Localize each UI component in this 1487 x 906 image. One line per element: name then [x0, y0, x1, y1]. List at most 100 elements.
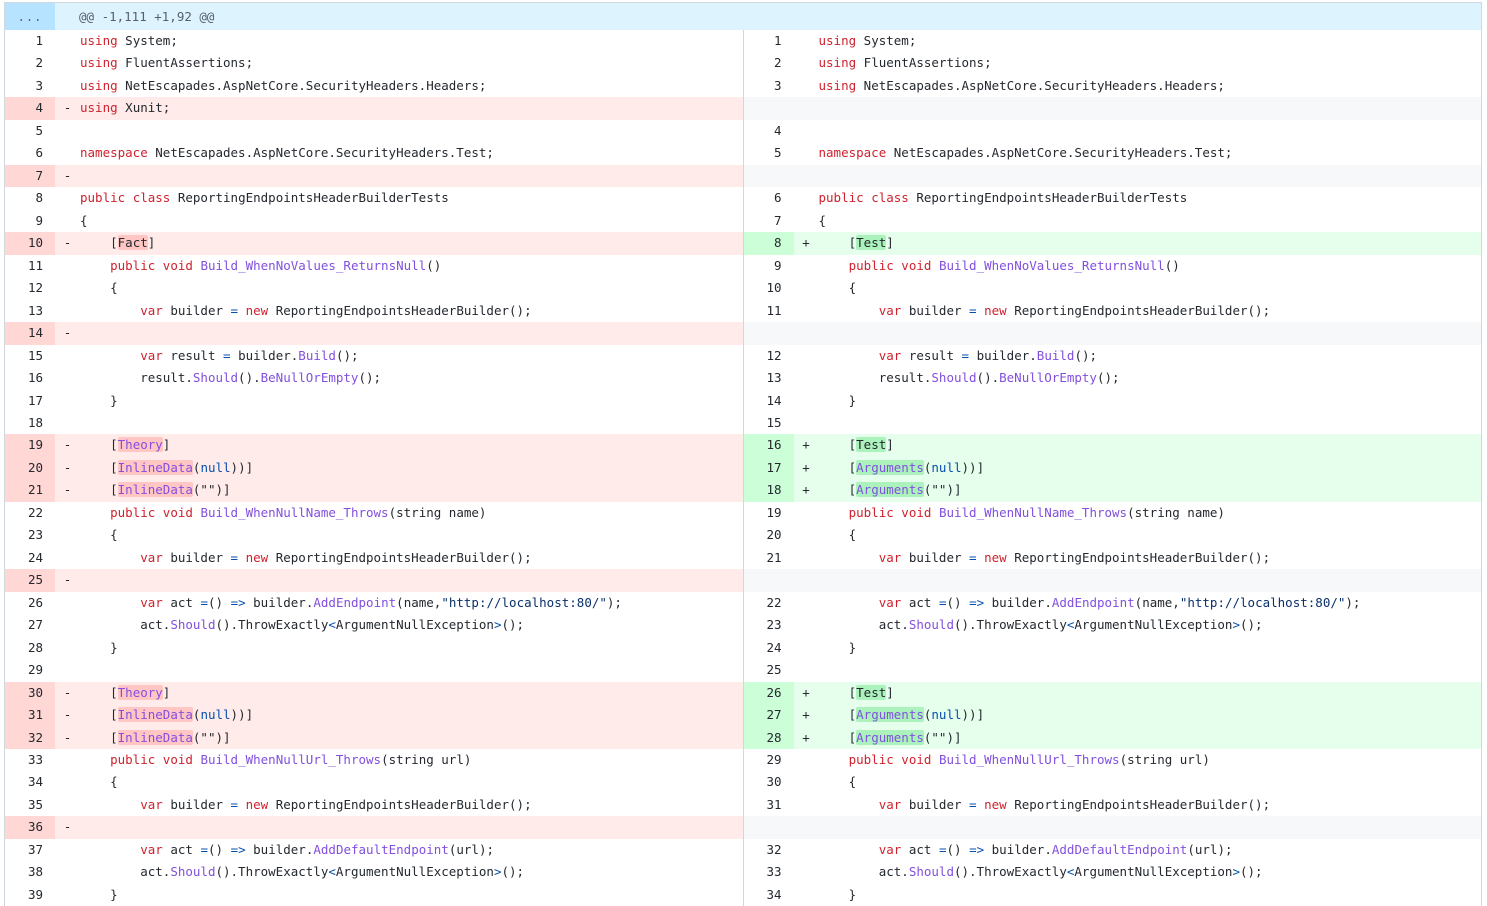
right-line-number[interactable]: 13: [766, 370, 782, 386]
diff-marker: [55, 120, 80, 142]
expand-hunk-button[interactable]: ...: [5, 3, 55, 30]
code-line: using Xunit;: [80, 97, 743, 119]
left-line-number[interactable]: 30: [5, 681, 55, 705]
right-line-number[interactable]: 9: [773, 257, 782, 273]
right-line-number[interactable]: 8: [743, 232, 794, 255]
right-line-number[interactable]: 22: [766, 594, 782, 610]
right-line: 9 public void Build_WhenNoValues_Returns…: [744, 255, 1482, 277]
code-token: Fact: [117, 235, 148, 251]
right-line-number[interactable]: 24: [766, 639, 782, 655]
right-line-number[interactable]: 2: [773, 55, 782, 71]
left-line-number[interactable]: 27: [27, 617, 43, 633]
right-line-number[interactable]: 14: [766, 392, 782, 408]
right-line-number[interactable]: 18: [743, 479, 794, 502]
right-line-number[interactable]: 30: [766, 774, 782, 790]
left-line-number[interactable]: 9: [35, 212, 43, 228]
right-line-number[interactable]: 21: [766, 549, 782, 565]
diff-marker: [794, 771, 819, 793]
right-line-number[interactable]: 15: [766, 414, 782, 430]
left-line-number[interactable]: 31: [5, 704, 55, 727]
left-line-number[interactable]: 17: [27, 392, 43, 408]
left-line-number[interactable]: 4: [5, 97, 55, 120]
left-line-number[interactable]: 3: [35, 77, 43, 93]
code-token: Arguments: [856, 729, 924, 745]
left-line-number[interactable]: 15: [27, 347, 43, 363]
right-line-number[interactable]: 33: [766, 864, 782, 880]
code-token: [80, 303, 140, 318]
left-line-number[interactable]: 6: [35, 145, 43, 161]
left-line-number[interactable]: 37: [27, 841, 43, 857]
right-line-number[interactable]: 27: [743, 704, 794, 727]
left-line-number[interactable]: 13: [27, 302, 43, 318]
right-line-number[interactable]: 1: [773, 33, 782, 48]
right-line-number[interactable]: 32: [766, 841, 782, 857]
right-line-number[interactable]: 20: [766, 527, 782, 543]
code-line: [InlineData("")]: [80, 479, 743, 501]
code-token: public: [848, 257, 894, 273]
left-line-number[interactable]: 32: [5, 726, 55, 749]
right-line-number[interactable]: 28: [743, 726, 794, 749]
left-line-number[interactable]: 24: [27, 549, 43, 565]
left-line-number[interactable]: 12: [27, 280, 43, 296]
left-line-number[interactable]: 29: [27, 662, 43, 678]
code-line: var builder = new ReportingEndpointsHead…: [819, 547, 1482, 569]
right-line-number[interactable]: 6: [773, 190, 782, 206]
right-line-number[interactable]: 17: [743, 456, 794, 480]
left-line-number[interactable]: 36: [5, 816, 55, 839]
right-line-number[interactable]: 10: [766, 280, 782, 296]
left-line-number[interactable]: 22: [27, 504, 43, 520]
left-line-number[interactable]: 26: [27, 594, 43, 610]
left-line-number[interactable]: 19: [5, 434, 55, 457]
right-line: 28+ [Arguments("")]: [743, 726, 1481, 749]
code-token: =: [969, 302, 977, 318]
right-line-number[interactable]: 19: [766, 504, 782, 520]
left-line-number[interactable]: 18: [27, 414, 43, 430]
diff-marker: [794, 367, 819, 389]
right-line-number[interactable]: 7: [773, 212, 782, 228]
left-line-number[interactable]: 7: [5, 164, 55, 188]
left-line-number[interactable]: 16: [27, 370, 43, 386]
left-line-number[interactable]: 25: [5, 569, 55, 592]
left-line-number[interactable]: 11: [27, 257, 43, 273]
left-line-number[interactable]: 14: [5, 322, 55, 345]
left-line-number[interactable]: 35: [27, 796, 43, 812]
code-token: NetEscapades.AspNetCore.SecurityHeaders.…: [125, 77, 487, 93]
diff-marker: +: [802, 729, 810, 745]
left-line-number[interactable]: 34: [27, 774, 43, 790]
code-token: System;: [863, 33, 917, 48]
left-line-number[interactable]: 20: [5, 456, 55, 480]
right-line-number[interactable]: 11: [766, 302, 782, 318]
left-line-number[interactable]: 39: [27, 886, 43, 902]
right-line-number[interactable]: 5: [773, 145, 782, 161]
right-line-number[interactable]: 26: [743, 681, 794, 705]
left-line-number[interactable]: 21: [5, 479, 55, 502]
code-token: (): [426, 257, 442, 273]
left-line-number[interactable]: 38: [27, 864, 43, 880]
left-line-number[interactable]: 8: [35, 190, 43, 206]
right-line-number[interactable]: 31: [766, 796, 782, 812]
left-line-number[interactable]: 5: [35, 122, 43, 138]
left-line: 29: [5, 659, 744, 682]
left-line-number[interactable]: 33: [27, 752, 43, 767]
code-token: Build_WhenNullName_Throws: [200, 504, 389, 520]
diff-row: 13 var builder = new ReportingEndpointsH…: [5, 299, 1481, 323]
code-line: public void Build_WhenNullUrl_Throws(str…: [80, 749, 743, 771]
code-line: [InlineData(null))]: [80, 457, 743, 479]
left-line-number[interactable]: 10: [5, 232, 55, 255]
right-line: 4: [744, 120, 1482, 142]
right-line-number[interactable]: 34: [766, 886, 782, 902]
code-token: Xunit;: [125, 100, 171, 116]
right-line-number[interactable]: 3: [773, 77, 782, 93]
left-line-number[interactable]: 1: [35, 33, 43, 48]
right-line-number[interactable]: 4: [773, 122, 782, 138]
left-line-number[interactable]: 28: [27, 639, 43, 655]
code-token: ]: [162, 437, 171, 453]
right-line-number[interactable]: 16: [743, 434, 794, 457]
right-line-number[interactable]: 29: [766, 752, 782, 767]
left-line-number[interactable]: 2: [35, 55, 43, 71]
left-line-number[interactable]: 23: [27, 527, 43, 543]
right-line-number[interactable]: 12: [766, 347, 782, 363]
right-line-number[interactable]: 23: [766, 617, 782, 633]
right-line-number[interactable]: 25: [766, 662, 782, 678]
diff-marker: [55, 142, 80, 164]
